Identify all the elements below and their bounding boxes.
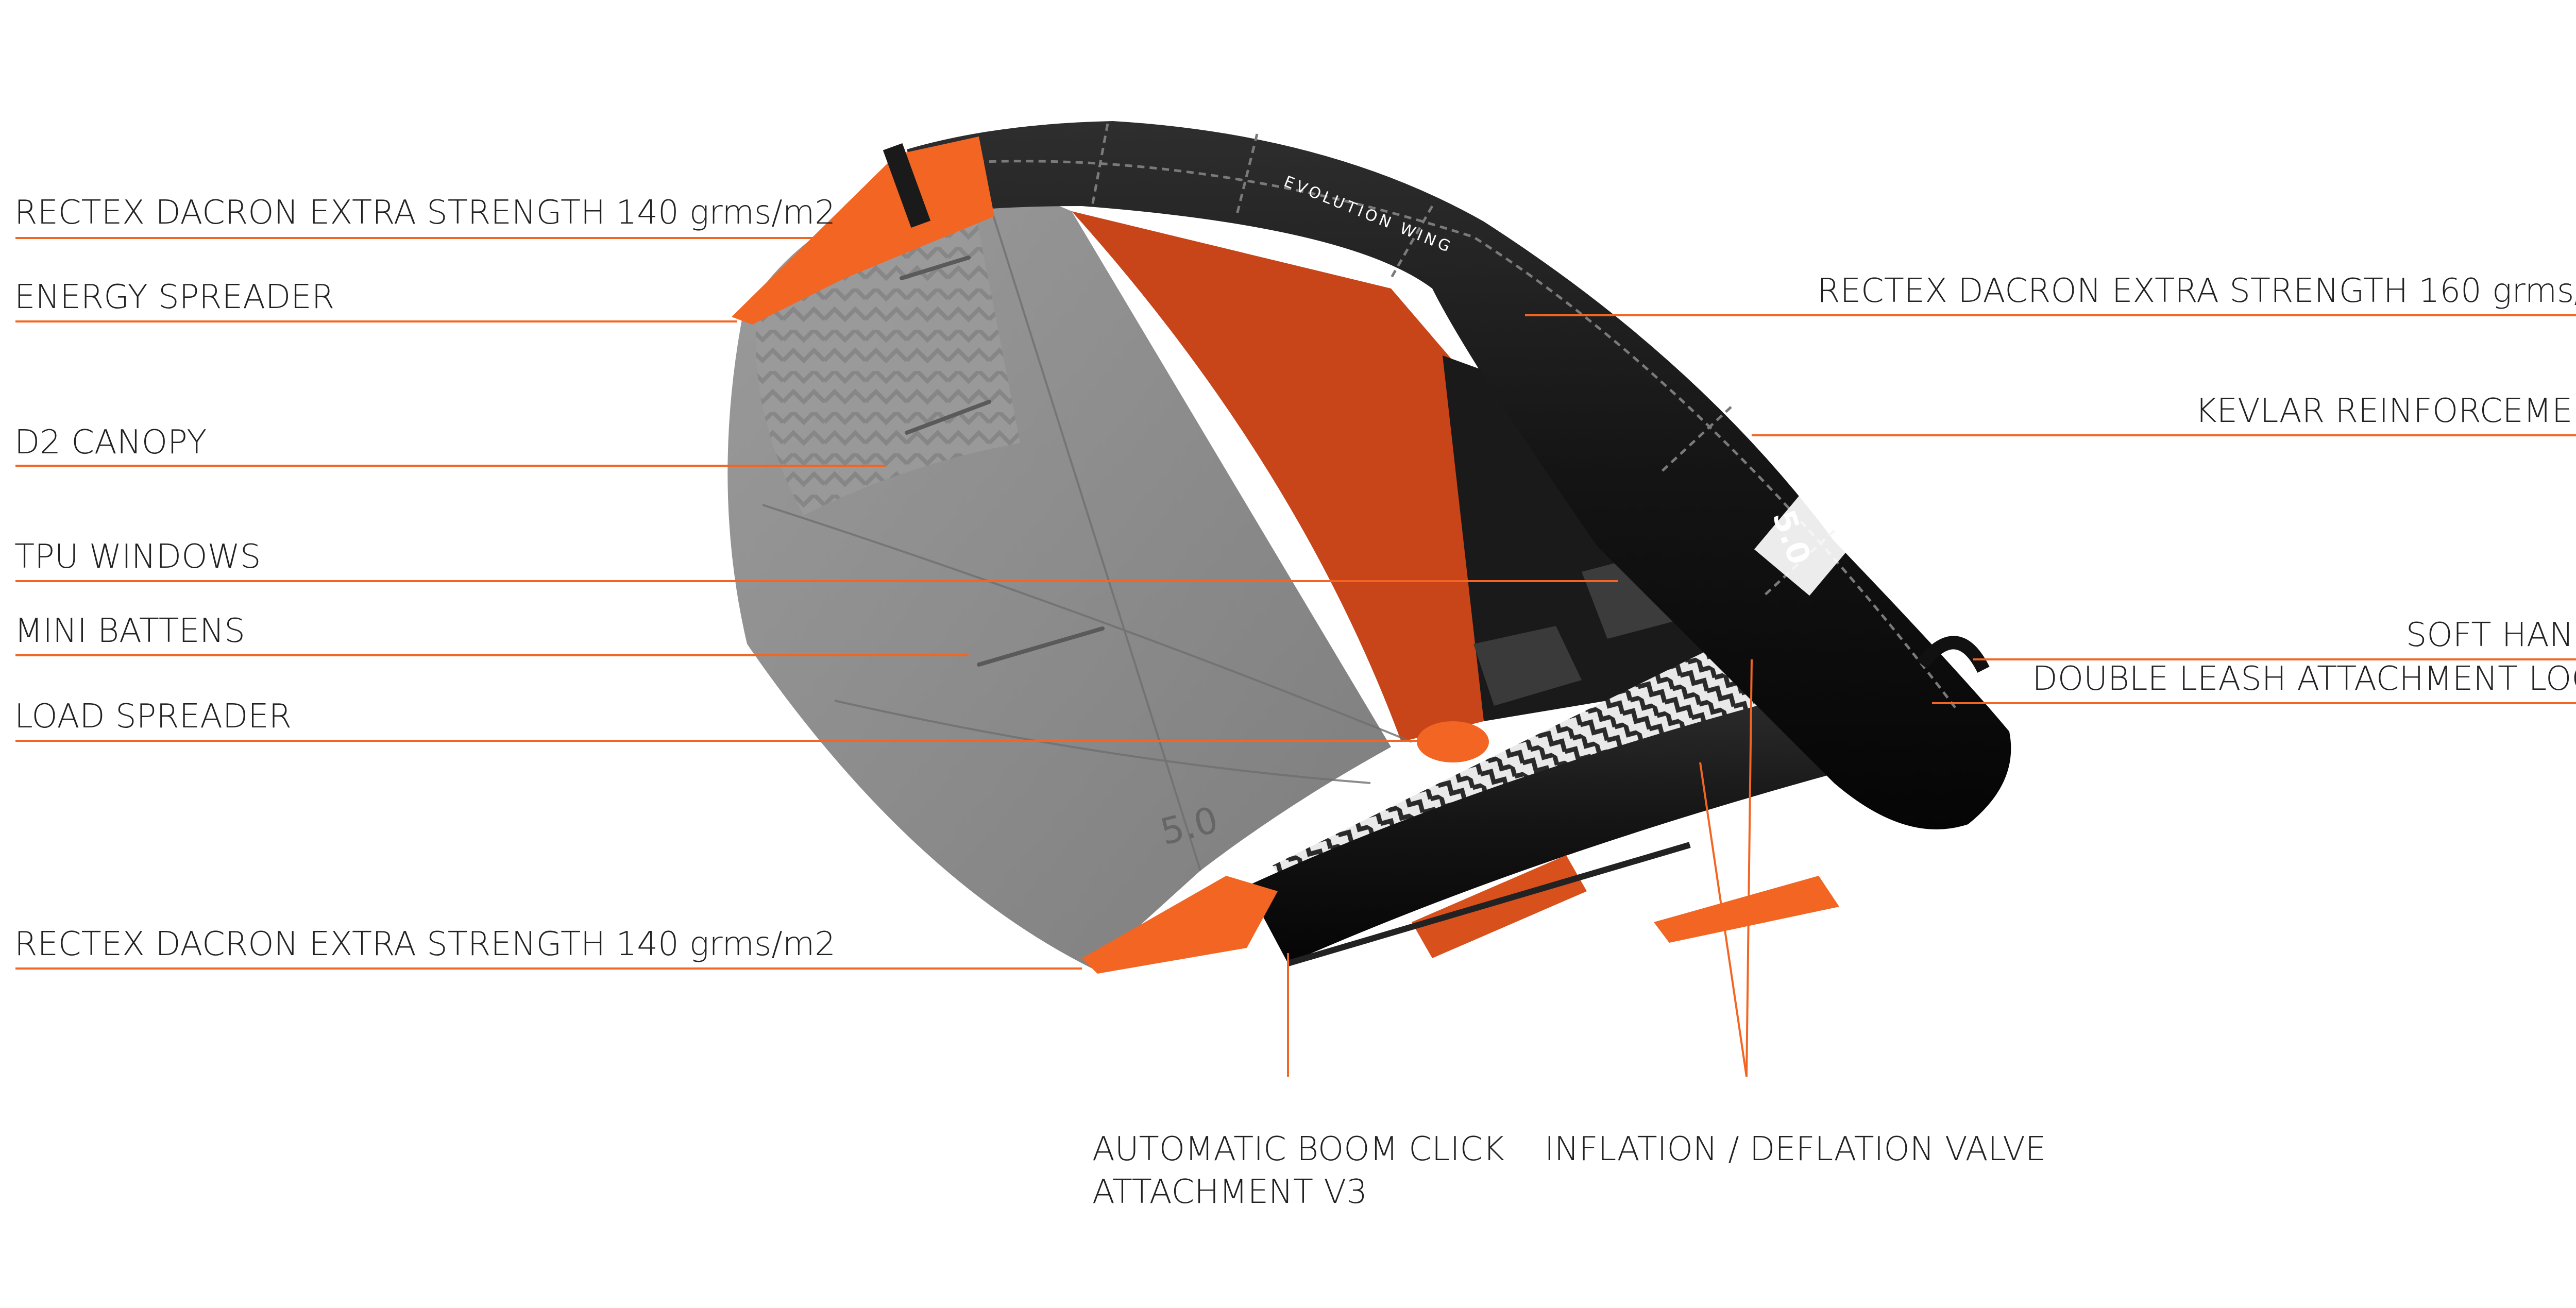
label-valve: INFLATION / DEFLATION VALVE [1545, 1128, 2046, 1171]
label-tpu-windows: TPU WINDOWS [14, 536, 261, 579]
label-left-tip-top-material: RECTEX DACRON EXTRA STRENGTH 140 grms/m2 [14, 192, 836, 234]
label-soft-handle: SOFT HANDLE [2406, 614, 2576, 657]
label-mini-battens: MINI BATTENS [14, 610, 245, 653]
label-leading-edge-material: RECTEX DACRON EXTRA STRENGTH 160 grms/m2 [1817, 270, 2576, 313]
label-kevlar: KEVLAR REINFORCEMENTS [2195, 390, 2576, 433]
label-load-spreader: LOAD SPREADER [14, 695, 292, 738]
tip-bottom-right [1654, 876, 1839, 943]
label-energy-spreader: ENERGY SPREADER [14, 276, 334, 319]
label-d2-canopy: D2 CANOPY [14, 421, 207, 464]
label-left-tip-bottom-material: RECTEX DACRON EXTRA STRENGTH 140 grms/m2 [14, 923, 836, 966]
label-leash-loops: DOUBLE LEASH ATTACHMENT LOOPS [2032, 658, 2576, 701]
load-spreader-patch [1417, 721, 1489, 762]
label-boom-attachment: AUTOMATIC BOOM CLICK ATTACHMENT V3 [1092, 1128, 1504, 1214]
